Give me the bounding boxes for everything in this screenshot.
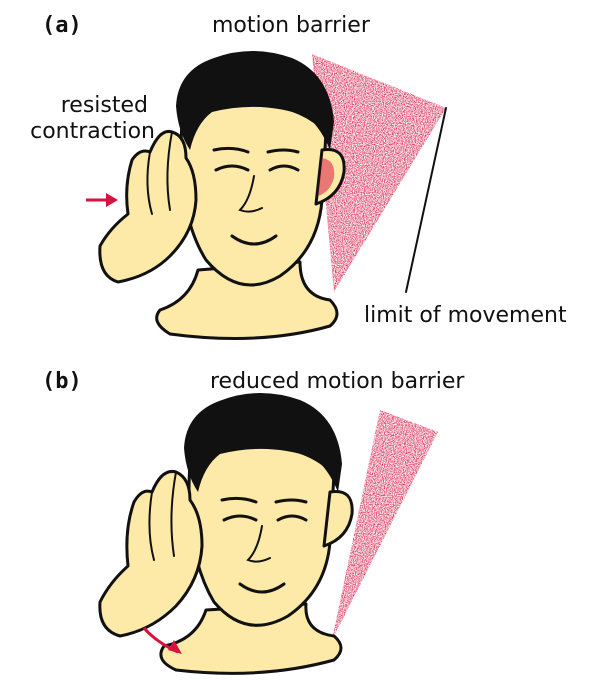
ear-b [324,491,352,546]
face-a [181,104,326,285]
panel-b-label: (b) [42,369,82,394]
panel-a-label: (a) [42,13,82,38]
panel-b: (b) reduced motion barrier [42,369,465,673]
annotation-limit-of-movement: limit of movement [364,303,567,328]
push-arrow [86,193,118,207]
annotation-resisted: resisted contraction [30,93,155,144]
annotation-resisted-line1: resisted [61,93,148,118]
panel-a-title: motion barrier [212,13,371,38]
panel-a: (a) motion barrier resisted contraction … [30,13,567,339]
face-b [189,446,334,625]
annotation-resisted-line2: contraction [30,119,155,144]
panel-b-title: reduced motion barrier [210,369,465,394]
hand-a [100,131,196,282]
